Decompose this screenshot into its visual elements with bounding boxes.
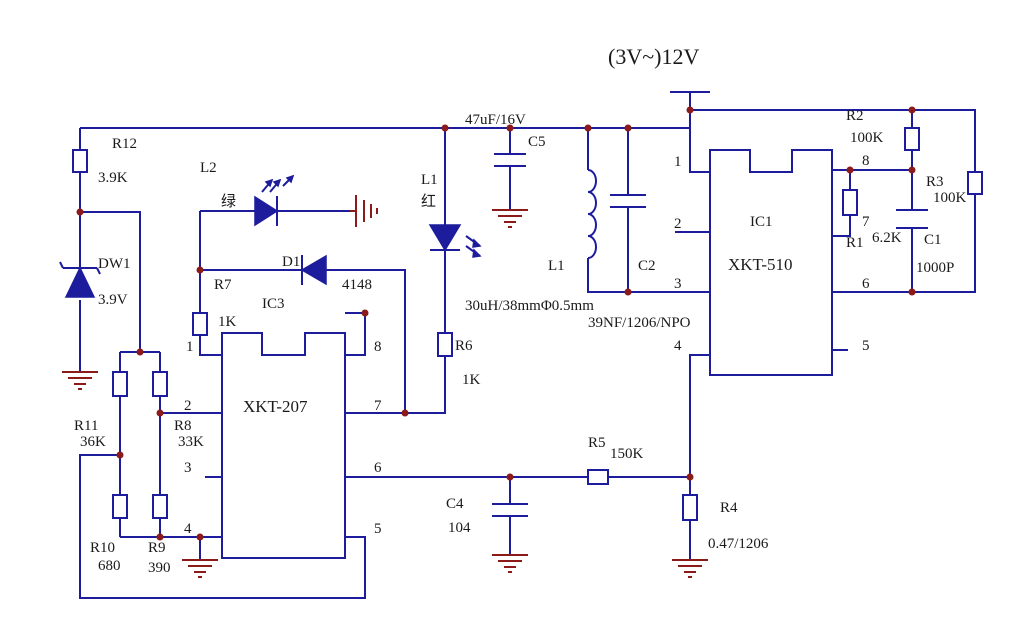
- r5-ref: R5: [588, 435, 606, 451]
- c1-ref: C1: [924, 232, 942, 248]
- resistor-r6: [437, 332, 453, 357]
- led-l1: [428, 224, 482, 258]
- c5-value: 47uF/16V: [465, 112, 526, 128]
- ic1-pin-8: 8: [862, 153, 870, 169]
- resistor-r7: [192, 312, 208, 336]
- supply-voltage-label: (3V~)12V: [608, 44, 699, 69]
- resistor-r1: [842, 189, 858, 216]
- d1-ref: D1: [282, 254, 300, 270]
- r2-value: 100K: [850, 130, 884, 146]
- capacitor-c5: [494, 153, 526, 167]
- ic3-pin-1: 1: [186, 339, 194, 355]
- inductor-spec: 30uH/38mmΦ0.5mm: [465, 298, 594, 314]
- resistor-r8: [152, 371, 168, 397]
- ic3-pin-2: 2: [184, 398, 192, 414]
- ic3-pin-5: 5: [374, 521, 382, 537]
- ic3-pin-6: 6: [374, 460, 382, 476]
- r12-value: 3.9K: [98, 170, 128, 186]
- wires: [79, 91, 976, 599]
- c2-ref: C2: [638, 258, 656, 274]
- l1-led-ref: L1: [421, 172, 438, 188]
- resistor-r3: [967, 171, 983, 195]
- junction-dots: [76, 106, 916, 541]
- resistor-r9: [152, 494, 168, 519]
- ic1-ref: IC1: [750, 214, 773, 230]
- zener-diode-dw1: [59, 261, 101, 298]
- resistor-r12: [72, 149, 88, 173]
- resistor-r2: [904, 127, 920, 151]
- ground-symbol-r4: [672, 559, 708, 578]
- c4-ref: C4: [446, 496, 464, 512]
- resistor-r4: [682, 494, 698, 521]
- r2-ref: R2: [846, 108, 864, 124]
- ic3-pin-8: 8: [374, 339, 382, 355]
- d1-value: 4148: [342, 277, 372, 293]
- ground-symbol-ic3: [182, 559, 218, 578]
- ic3-body: [221, 332, 346, 559]
- capacitor-c4: [492, 503, 528, 517]
- r9-ref: R9: [148, 540, 166, 556]
- ic3-pin-3: 3: [184, 460, 192, 476]
- r1-value: 6.2K: [872, 230, 902, 246]
- ic1-pin-4: 4: [674, 338, 682, 354]
- ground-symbol-dw1: [62, 371, 98, 390]
- r12-ref: R12: [112, 136, 137, 152]
- ic1-pin-1: 1: [674, 154, 682, 170]
- ic3-pin-4: 4: [184, 521, 192, 537]
- ground-symbol-l2: [350, 195, 378, 227]
- r4-value: 0.47/1206: [708, 536, 769, 552]
- r4-ref: R4: [720, 500, 738, 516]
- capacitor-c1: [896, 209, 928, 229]
- r10-ref: R10: [90, 540, 115, 556]
- inductor-ref: L1: [548, 258, 565, 274]
- c2-spec: 39NF/1206/NPO: [588, 315, 691, 331]
- ground-symbol-c4: [492, 554, 528, 573]
- ic1-pin-6: 6: [862, 276, 870, 292]
- diode-d1: [300, 254, 327, 286]
- resistor-r11: [112, 371, 128, 397]
- dw1-ref: DW1: [98, 256, 131, 272]
- c1-value: 1000P: [916, 260, 954, 276]
- ic1-pin-7: 7: [862, 214, 870, 230]
- r1-ref: R1: [846, 235, 864, 251]
- r5-value: 150K: [610, 446, 644, 462]
- r11-ref: R11: [74, 418, 98, 434]
- resistor-r5: [587, 469, 609, 485]
- l2-ref: L2: [200, 160, 217, 176]
- ic3-ref: IC3: [262, 296, 285, 312]
- r11-value: 36K: [80, 434, 106, 450]
- r7-value: 1K: [218, 314, 237, 330]
- r3-ref: R3: [926, 174, 944, 190]
- r6-value: 1K: [462, 372, 481, 388]
- c4-value: 104: [448, 520, 471, 536]
- ic1-pin-2: 2: [674, 216, 682, 232]
- resistor-r10: [112, 494, 128, 519]
- l1-led-color: 红: [421, 193, 436, 210]
- led-l2: [254, 174, 295, 227]
- r6-ref: R6: [455, 338, 473, 354]
- c5-ref: C5: [528, 134, 546, 150]
- ic1-part: XKT-510: [728, 255, 793, 274]
- ic3-pin-7: 7: [374, 398, 382, 414]
- dw1-value: 3.9V: [98, 292, 128, 308]
- capacitor-c2: [610, 194, 646, 208]
- ground-symbol-c5: [492, 209, 528, 228]
- r8-ref: R8: [174, 418, 192, 434]
- r9-value: 390: [148, 560, 171, 576]
- ic1-pin-3: 3: [674, 276, 682, 292]
- ic1-body: [709, 149, 833, 376]
- r10-value: 680: [98, 558, 121, 574]
- ic1-pin-5: 5: [862, 338, 870, 354]
- r8-value: 33K: [178, 434, 204, 450]
- r7-ref: R7: [214, 277, 232, 293]
- l2-color: 绿: [221, 193, 236, 210]
- ic3-part: XKT-207: [243, 397, 308, 416]
- inductor-l1: [587, 169, 597, 259]
- r3-value: 100K: [933, 190, 967, 206]
